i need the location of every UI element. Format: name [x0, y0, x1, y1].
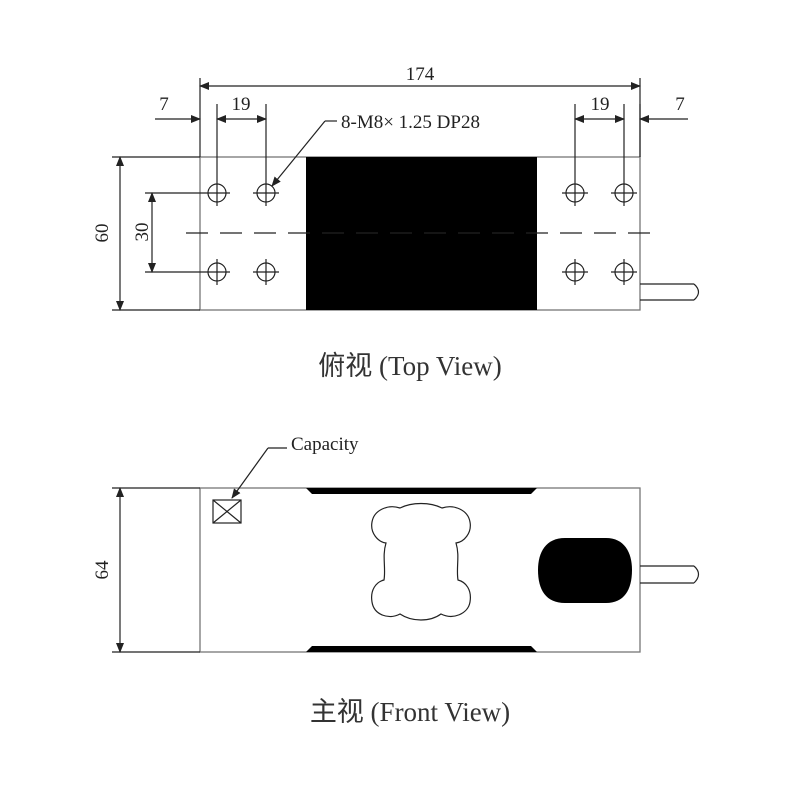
dim-hole-spacing: 30 [132, 192, 204, 273]
dim-left-pitch: 19 [216, 94, 267, 123]
svg-text:60: 60 [92, 224, 113, 243]
top-view-caption: 俯视 (Top View) [318, 351, 501, 381]
front-cable [640, 565, 700, 584]
capacity-box [212, 499, 242, 524]
dim-height: 64 [92, 487, 200, 653]
svg-text:30: 30 [132, 223, 153, 242]
mounting-holes [204, 180, 637, 285]
svg-text:19: 19 [232, 94, 251, 115]
hole-4 [253, 259, 279, 285]
svg-text:8-M8× 1.25 DP28: 8-M8× 1.25 DP28 [341, 112, 480, 133]
dim-right-pitch: 19 [574, 94, 625, 123]
dim-right-edge: 7 [639, 94, 688, 157]
top-view: 174 7 19 19 7 [92, 64, 700, 381]
dim-left-edge: 7 [155, 94, 201, 123]
front-solid-pad [538, 538, 632, 603]
svg-text:7: 7 [159, 94, 169, 115]
svg-text:Capacity: Capacity [291, 434, 359, 455]
hole-5 [562, 180, 588, 206]
hole-3 [204, 259, 230, 285]
front-top-band [306, 488, 537, 494]
hole-2 [253, 180, 279, 206]
hole-8 [611, 259, 637, 285]
hole-callout: 8-M8× 1.25 DP28 [271, 112, 480, 187]
front-bottom-band [306, 646, 537, 652]
top-cable [640, 283, 700, 301]
hole-1 [204, 180, 230, 206]
sensing-aperture [371, 502, 471, 621]
svg-text:64: 64 [92, 560, 113, 580]
hole-6 [611, 180, 637, 206]
dim-width: 60 [92, 156, 200, 311]
capacity-callout: Capacity [231, 434, 359, 499]
svg-text:7: 7 [675, 94, 685, 115]
svg-text:19: 19 [591, 94, 610, 115]
hole-7 [562, 259, 588, 285]
svg-text:174: 174 [406, 64, 435, 85]
front-view: Capacity 64 主视 (Front View) [92, 434, 700, 727]
front-view-caption: 主视 (Front View) [310, 697, 510, 727]
